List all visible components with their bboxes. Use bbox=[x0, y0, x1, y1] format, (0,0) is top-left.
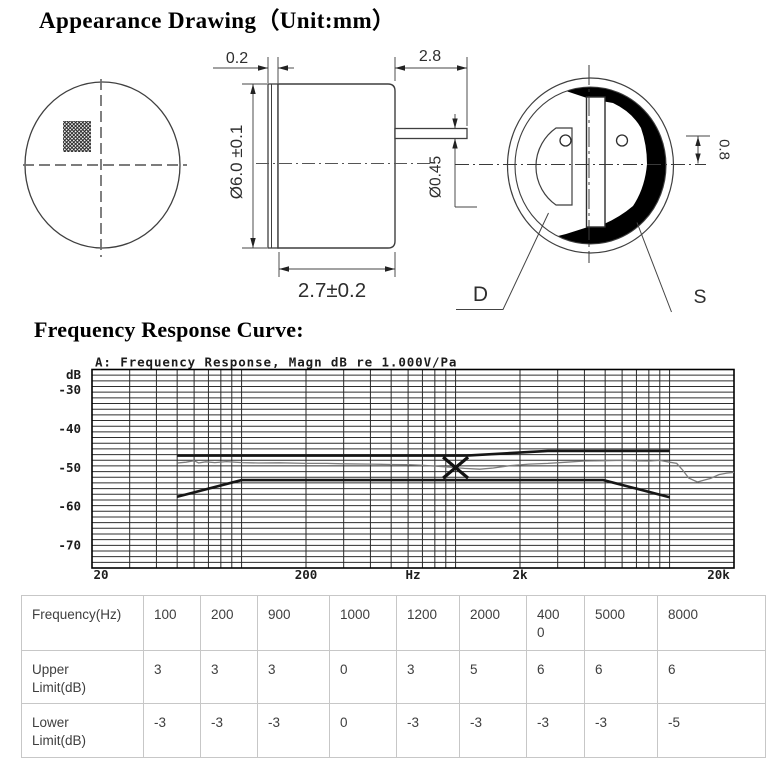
leader-d bbox=[456, 212, 549, 310]
axis-tick-label: 2k bbox=[512, 567, 528, 582]
back-view-outer-circle bbox=[506, 77, 675, 254]
side-view: 0.2 2.8 Ø6.0 ±0.1 Ø0.45 2.7±0.2 bbox=[213, 48, 477, 302]
row-label: Upper Limit(dB) bbox=[21, 650, 144, 704]
hole-right bbox=[615, 134, 629, 147]
limits-table: Frequency(Hz) 100 200 900 1000 1200 2000… bbox=[21, 595, 766, 758]
table-cell: 6 bbox=[657, 650, 766, 704]
body-outline bbox=[277, 83, 396, 249]
table-row-frequency: Frequency(Hz) 100 200 900 1000 1200 2000… bbox=[21, 595, 766, 651]
series-upper_limit bbox=[177, 449, 670, 457]
axis-tick-label: -40 bbox=[58, 421, 81, 436]
table-row-upper-limit: Upper Limit(dB) 3 3 3 0 3 5 6 6 6 bbox=[21, 650, 766, 704]
arrowheads bbox=[250, 65, 467, 272]
front-view bbox=[23, 79, 187, 257]
table-cell: -3 bbox=[396, 703, 460, 758]
table-cell: -5 bbox=[657, 703, 766, 758]
axis-tick-label: 20 bbox=[93, 567, 108, 582]
table-cell: 2000 bbox=[459, 595, 527, 651]
back-view: 0.8 D S bbox=[455, 65, 733, 313]
sound-hole-hatch bbox=[63, 121, 91, 152]
table-cell: 6 bbox=[584, 650, 658, 704]
chart-title: A: Frequency Response, Magn dB re 1.000V… bbox=[95, 355, 457, 370]
dim-body-diameter: Ø6.0 ±0.1 bbox=[227, 125, 246, 200]
table-cell: 1200 bbox=[396, 595, 460, 651]
table-cell: 3 bbox=[396, 650, 460, 704]
chart-axis-labels: dB-30 -40 -50 -60 -70 20 200 Hz 2k 20k bbox=[58, 367, 730, 582]
dim-pin-length: 2.8 bbox=[419, 48, 441, 65]
table-cell: 200 bbox=[200, 595, 258, 651]
table-cell: 5 bbox=[459, 650, 527, 704]
table-cell: 0 bbox=[329, 650, 397, 704]
frequency-response-chart: A: Frequency Response, Magn dB re 1.000V… bbox=[58, 355, 735, 582]
axis-tick-label: -30 bbox=[58, 382, 81, 397]
table-cell: -3 bbox=[200, 703, 258, 758]
table-cell: 1000 bbox=[329, 595, 397, 651]
axis-tick-label: -50 bbox=[58, 460, 81, 475]
table-cell: 5000 bbox=[584, 595, 658, 651]
table-cell: 3 bbox=[143, 650, 201, 704]
table-cell: -3 bbox=[143, 703, 201, 758]
page-title: Appearance Drawing（Unit:mm） bbox=[39, 8, 396, 33]
axis-tick-label: -60 bbox=[58, 499, 81, 514]
series-response bbox=[177, 459, 735, 483]
dim-0-8-arrows bbox=[695, 136, 701, 163]
table-cell: 900 bbox=[257, 595, 330, 651]
table-cell: -3 bbox=[584, 703, 658, 758]
axis-tick-label: 200 bbox=[295, 567, 318, 582]
table-cell: 3 bbox=[257, 650, 330, 704]
table-cell: 0 bbox=[329, 703, 397, 758]
terminal-bar bbox=[585, 96, 606, 228]
cursor-x-marker bbox=[442, 455, 470, 480]
table-cell: 6 bbox=[526, 650, 585, 704]
dim-body-width: 2.7±0.2 bbox=[298, 279, 366, 302]
row-label: Frequency(Hz) bbox=[21, 595, 144, 651]
table-row-lower-limit: Lower Limit(dB) -3 -3 -3 0 -3 -3 -3 -3 -… bbox=[21, 703, 766, 758]
table-cell: -3 bbox=[526, 703, 585, 758]
table-cell: 3 bbox=[200, 650, 258, 704]
dim-hole-offset: 0.8 bbox=[716, 139, 733, 160]
axis-tick-label: Hz bbox=[405, 567, 420, 582]
pin bbox=[394, 127, 468, 140]
dim-pin-diameter: Ø0.45 bbox=[428, 156, 445, 198]
axis-tick-label: dB bbox=[66, 367, 82, 382]
pad-d-shape bbox=[535, 127, 573, 206]
section-title-frequency-response: Frequency Response Curve: bbox=[34, 317, 304, 342]
dim-flange-thickness: 0.2 bbox=[226, 50, 248, 67]
label-s: S bbox=[693, 286, 706, 308]
flange bbox=[267, 83, 279, 249]
table-cell: 100 bbox=[143, 595, 201, 651]
table-cell: 4000 bbox=[526, 595, 585, 651]
chart-series bbox=[176, 449, 735, 499]
hole-left bbox=[559, 134, 572, 147]
row-label: Lower Limit(dB) bbox=[21, 703, 144, 758]
series-lower_limit bbox=[176, 478, 670, 499]
table-cell: 8000 bbox=[657, 595, 766, 651]
axis-tick-label: -70 bbox=[58, 538, 81, 553]
extension-lines bbox=[242, 57, 468, 277]
back-view-inner-circle bbox=[514, 86, 667, 245]
chart-grid bbox=[91, 368, 735, 569]
label-d: D bbox=[473, 283, 488, 306]
leader-s bbox=[636, 222, 672, 313]
axis-tick-label: 20k bbox=[707, 567, 730, 582]
table-cell: -3 bbox=[459, 703, 527, 758]
table-cell: -3 bbox=[257, 703, 330, 758]
